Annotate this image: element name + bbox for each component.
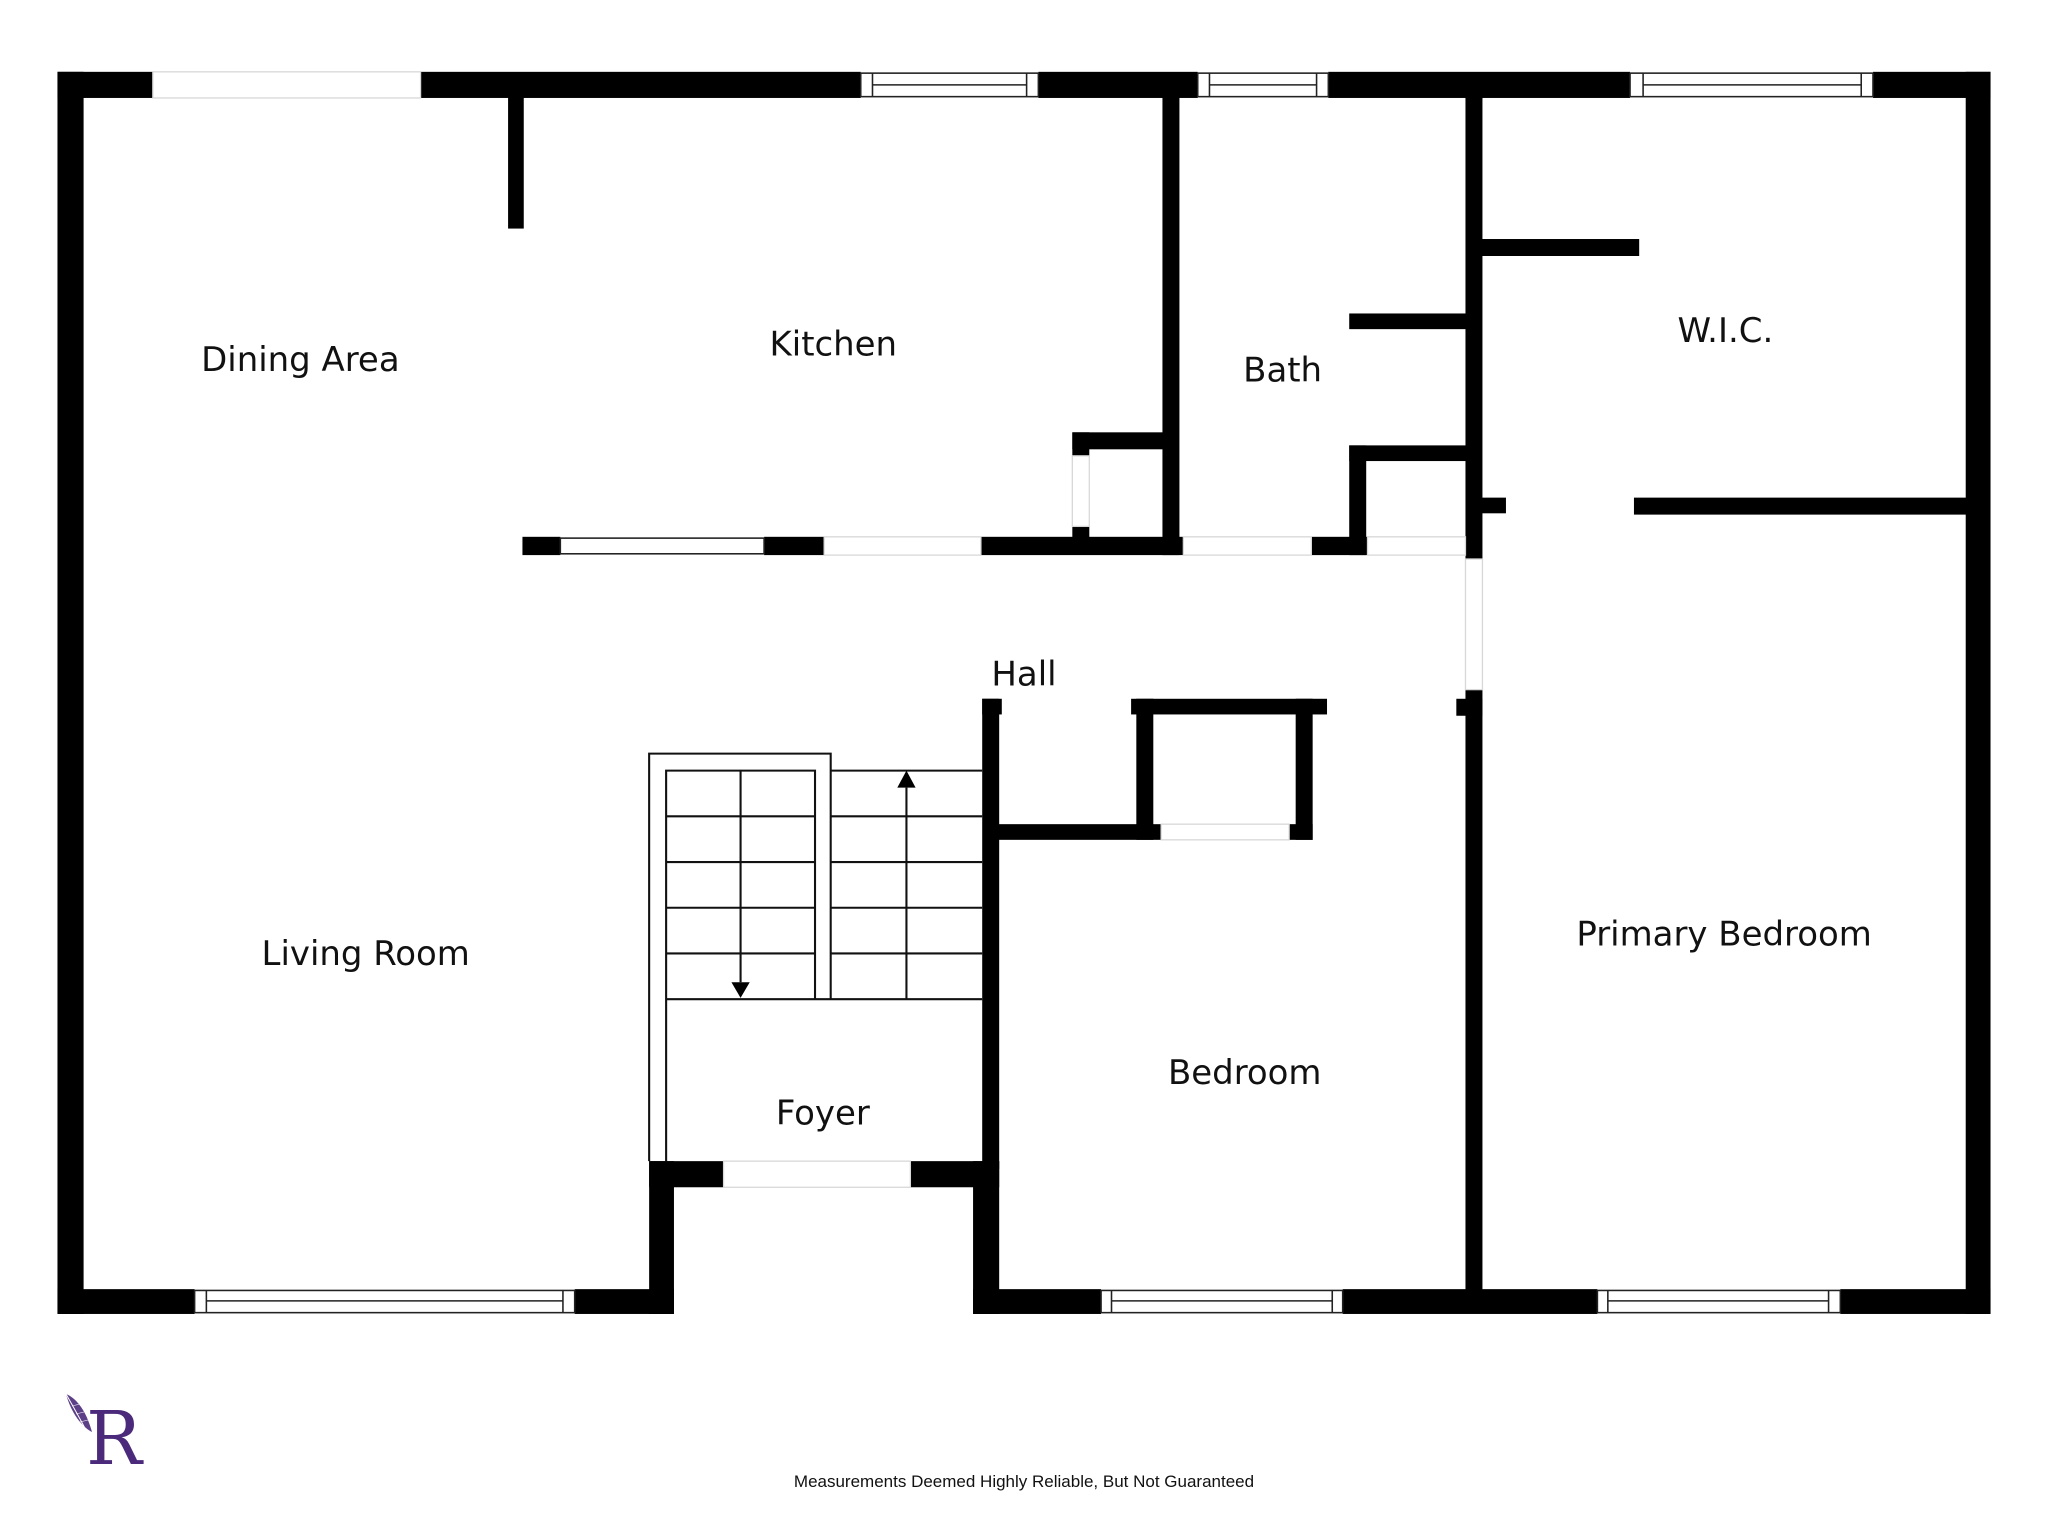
door-openings bbox=[152, 71, 1484, 1188]
label-bath: Bath bbox=[1243, 350, 1322, 390]
feather-icon bbox=[65, 1393, 92, 1439]
label-dining-area: Dining Area bbox=[201, 340, 399, 380]
staircase bbox=[648, 752, 983, 1162]
label-hall: Hall bbox=[991, 655, 1056, 695]
label-foyer: Foyer bbox=[776, 1094, 870, 1134]
window-kitchen bbox=[859, 72, 1040, 98]
window-bath bbox=[1196, 72, 1330, 98]
stair-up-arrow-icon bbox=[897, 770, 916, 788]
label-living-room: Living Room bbox=[262, 934, 470, 974]
windows bbox=[193, 72, 1874, 1314]
window-living-room bbox=[193, 1289, 576, 1314]
window-primary-bedroom bbox=[1596, 1289, 1842, 1314]
brand-logo: R bbox=[65, 1393, 144, 1472]
label-primary-bedroom: Primary Bedroom bbox=[1576, 915, 1871, 955]
label-kitchen: Kitchen bbox=[770, 324, 898, 364]
footer-disclaimer: Measurements Deemed Highly Reliable, But… bbox=[793, 1472, 1255, 1491]
window-bedroom bbox=[1100, 1289, 1344, 1314]
stair-down-arrow-icon bbox=[731, 982, 750, 998]
window-kitchen-passthrough bbox=[559, 537, 765, 555]
room-labels: Dining Area Kitchen Bath W.I.C. Hall Liv… bbox=[201, 311, 1872, 1133]
window-wic bbox=[1629, 72, 1874, 98]
logo-letter: R bbox=[86, 1396, 144, 1472]
label-wic: W.I.C. bbox=[1678, 311, 1774, 351]
outer-walls bbox=[57, 71, 1991, 1314]
interior-walls bbox=[508, 91, 1969, 1297]
label-bedroom: Bedroom bbox=[1168, 1053, 1322, 1093]
